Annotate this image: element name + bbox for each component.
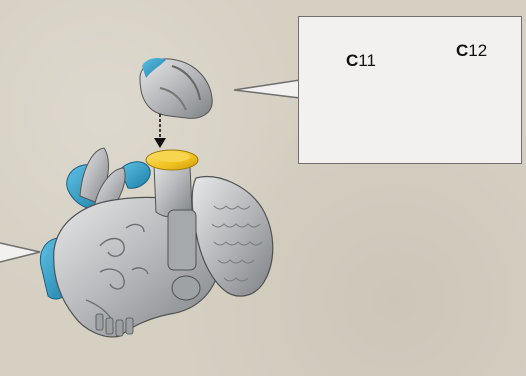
part-number: 11 bbox=[358, 51, 376, 70]
part-label-c12: C12 bbox=[456, 42, 487, 59]
left-callout-pointer bbox=[0, 243, 40, 262]
helmet-part bbox=[140, 58, 212, 118]
assembly-arrow-down bbox=[154, 114, 166, 148]
part-number: 12 bbox=[468, 41, 487, 60]
callout-pointer bbox=[234, 80, 300, 98]
part-letter: C bbox=[346, 51, 358, 70]
part-label-c11: C11 bbox=[346, 52, 376, 69]
part-letter: C bbox=[456, 41, 468, 60]
armor-body bbox=[40, 148, 272, 337]
callout-box bbox=[298, 16, 522, 164]
